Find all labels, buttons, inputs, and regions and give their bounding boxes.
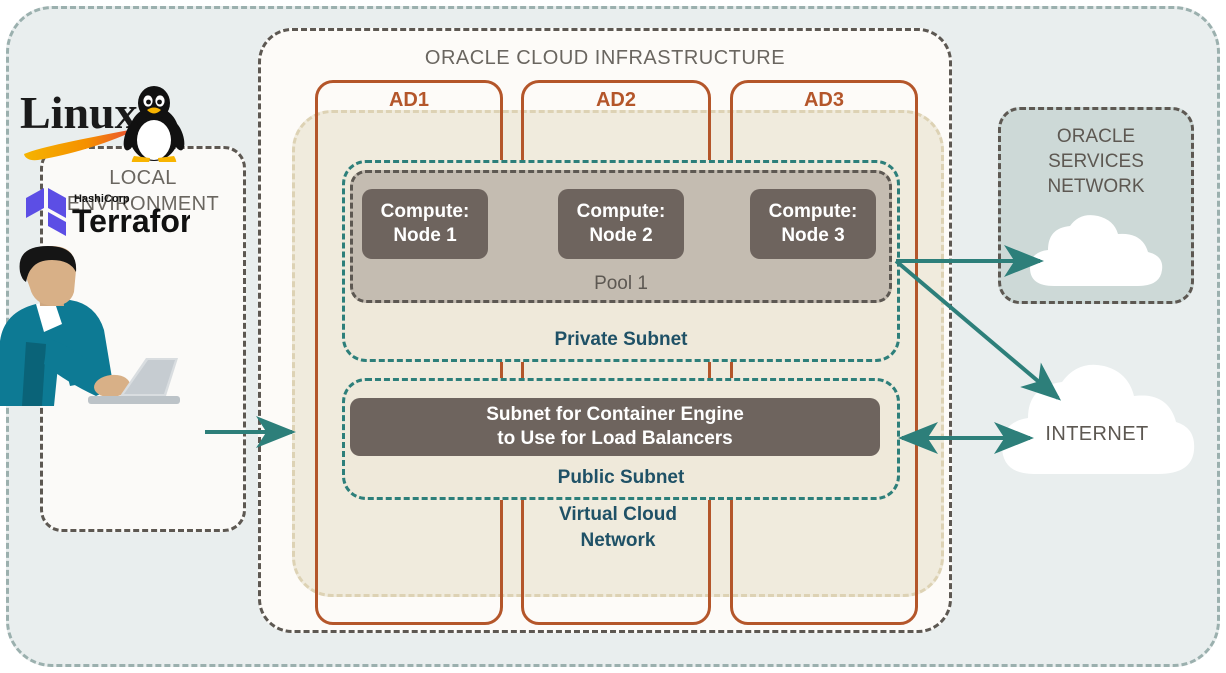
cloud-icon [996,358,1200,480]
compute-node-3-line1: Compute: [768,201,858,222]
osn-title-line2: SERVICES [1048,151,1144,172]
terraform-logo: HashiCorp Terraform [24,186,221,239]
public-subnet-label: Public Subnet [557,467,685,488]
oci-title: ORACLE CLOUD INFRASTRUCTURE [424,47,786,69]
ad1-label: AD1 [388,89,429,111]
private-subnet-label: Private Subnet [554,329,688,350]
compute-node-2-text: Compute: Node 2 [577,200,666,248]
vcn-label: Virtual Cloud Network [295,502,941,554]
vcn-label-line1: Virtual Cloud [559,504,677,525]
compute-node-3-line2: Node 3 [781,225,845,246]
developer-at-laptop-illustration [0,246,206,406]
internet-label: INTERNET [1045,423,1149,445]
svg-text:Linux: Linux [20,87,138,138]
oracle-services-network-title: ORACLE SERVICES NETWORK [1001,124,1191,199]
svg-text:HashiCorp: HashiCorp [74,193,130,205]
pool-label: Pool 1 [594,273,648,294]
compute-node-1-line1: Compute: [380,201,470,222]
svg-text:Terraform: Terraform [72,203,190,238]
compute-node-1-line2: Node 1 [393,225,457,246]
local-environment-title-line2: ENVIRONMENT [66,193,220,215]
local-environment-title-line1: LOCAL [109,167,177,189]
osn-title-line3: NETWORK [1047,176,1145,197]
load-balancer-text: Subnet for Container Engine to Use for L… [486,403,744,451]
compute-node-3-text: Compute: Node 3 [769,200,858,248]
load-balancer-line1: Subnet for Container Engine [486,404,744,425]
compute-node-1-text: Compute: Node 1 [381,200,470,248]
compute-node-2-line1: Compute: [576,201,666,222]
cloud-icon [1026,212,1168,290]
ad2-label: AD2 [595,89,636,111]
ad3-label: AD3 [803,89,844,111]
local-environment-title: LOCAL ENVIRONMENT [43,165,243,217]
load-balancer-line2: to Use for Load Balancers [497,428,733,449]
compute-node-2-line2: Node 2 [589,225,653,246]
load-balancer-subnet-box[interactable]: Subnet for Container Engine to Use for L… [350,398,880,456]
osn-title-line1: ORACLE [1056,126,1136,147]
compute-node-3[interactable]: Compute: Node 3 [750,189,876,259]
linux-logo: Linux ™ [18,76,190,166]
compute-node-1[interactable]: Compute: Node 1 [362,189,488,259]
vcn-label-line2: Network [580,530,656,551]
compute-node-2[interactable]: Compute: Node 2 [558,189,684,259]
